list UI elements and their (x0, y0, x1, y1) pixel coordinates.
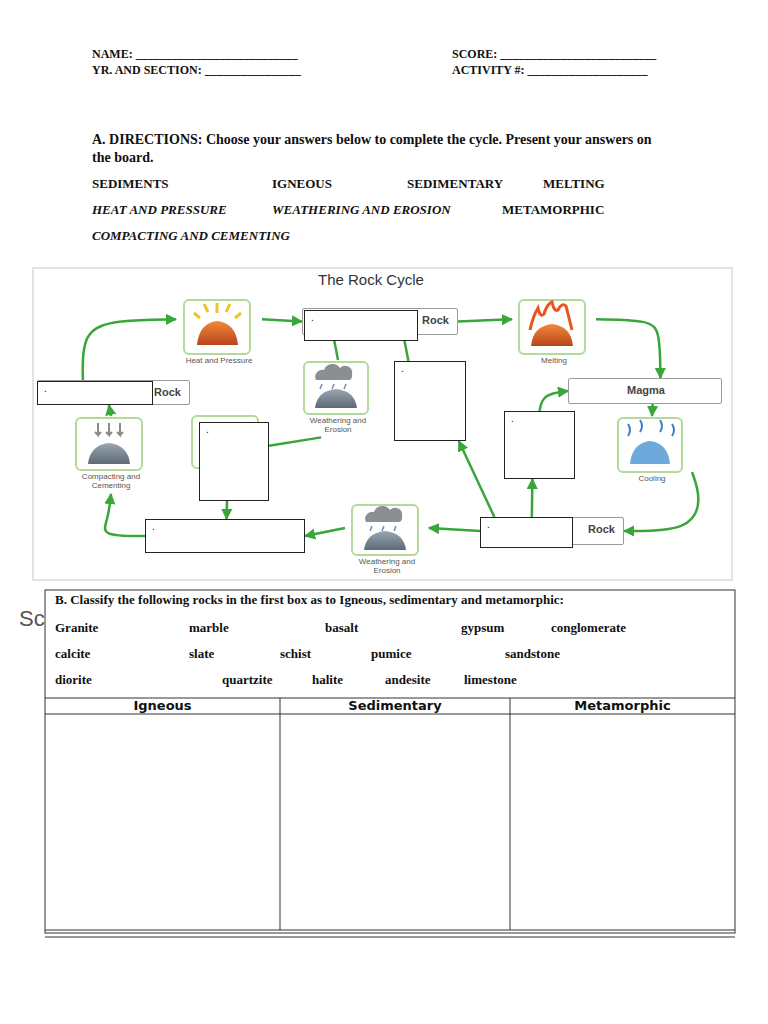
rock-name: pumice (371, 646, 411, 662)
word-bank: METAMORPHIC (502, 202, 604, 218)
rock-name: andesite (385, 672, 431, 688)
name-field: NAME: ___________________________ (92, 47, 298, 62)
answer-box: . (37, 381, 153, 405)
node-text: . (44, 383, 47, 394)
cycle-arrow (429, 528, 480, 531)
cycle-arrow (305, 528, 345, 536)
rock-name: limestone (464, 672, 517, 688)
diagram-frame (33, 268, 732, 580)
cycle-arrow (105, 494, 145, 536)
word-bank: SEDIMENTARY (407, 176, 503, 192)
node-text: Melting (512, 356, 596, 365)
table-header: Igneous (45, 698, 280, 714)
rock-box: Rock. (480, 517, 624, 545)
process-tile: Weathering and Erosion (296, 360, 380, 437)
node-text: . (152, 521, 155, 532)
word-bank: HEAT AND PRESSURE (92, 202, 227, 218)
diagram-title: The Rock Cycle (318, 271, 424, 288)
cycle-arrow (262, 319, 302, 321)
rock-name: basalt (325, 620, 358, 636)
answer-box: . (480, 517, 573, 548)
magma-box: Magma (568, 378, 722, 404)
weathering-icon (352, 505, 418, 555)
word-bank: WEATHERING AND EROSION (272, 202, 451, 218)
classification-table (45, 590, 735, 937)
rock-name: quartzite (222, 672, 273, 688)
node-text: Compacting and Cementing (68, 472, 154, 490)
section-field: YR. AND SECTION: ________________ (92, 63, 301, 78)
partial-heading: Sc (19, 606, 45, 632)
word-bank: SEDIMENTS (92, 176, 169, 192)
word-bank: COMPACTING AND CEMENTING (92, 228, 290, 244)
melting-icon (519, 300, 585, 354)
weathering-icon (304, 362, 368, 414)
section-directions: B. Classify the following rocks in the f… (55, 592, 564, 608)
node-text: Rock (422, 314, 449, 326)
word-bank: IGNEOUS (272, 176, 332, 192)
node-text: Cooling (612, 474, 692, 483)
node-text: . (401, 363, 404, 374)
cooling-icon (618, 418, 682, 472)
directions: A. DIRECTIONS: Choose your answers below… (92, 131, 652, 167)
compacting-icon (76, 418, 142, 470)
node-text: . (487, 519, 490, 530)
cycle-arrow (109, 405, 111, 416)
process-tile: Cooling (612, 416, 692, 486)
activity-field: ACTIVITY #: ____________________ (452, 63, 648, 78)
node-text: . (311, 312, 314, 323)
cycle-arrow (531, 479, 534, 517)
table-header: Sedimentary (280, 698, 510, 714)
process-tile: Compacting and Cementing (68, 416, 154, 494)
rock-name: slate (189, 646, 214, 662)
rock-name: gypsum (461, 620, 504, 636)
rock-name: diorite (55, 672, 92, 688)
answer-box: . (304, 310, 418, 341)
cycle-arrow (269, 437, 321, 445)
word-bank: MELTING (543, 176, 605, 192)
cycle-arrow (225, 501, 228, 519)
process-tile: Melting (512, 298, 596, 374)
rock-box: Rock. (37, 380, 190, 405)
node-text: Weathering and Erosion (296, 416, 380, 434)
rock-name: schist (280, 646, 311, 662)
answer-box: . (504, 411, 575, 479)
score-field: SCORE: __________________________ (452, 47, 656, 62)
node-text: . (206, 424, 209, 435)
answer-box: . (145, 519, 305, 553)
table-header: Metamorphic (510, 698, 735, 714)
node-text: . (511, 413, 514, 424)
node-text: Rock (154, 386, 181, 398)
answer-box: . (394, 361, 466, 441)
cycle-arrow (651, 404, 654, 416)
cycle-arrow (596, 319, 660, 378)
node-text: Heat and Pressure (176, 356, 262, 365)
rock-name: calcite (55, 646, 90, 662)
cycle-arrow (458, 319, 512, 321)
node-text: Magma (627, 384, 665, 396)
rock-name: conglomerate (551, 620, 626, 636)
node-text: Rock (588, 523, 615, 535)
answer-box: . (199, 422, 269, 501)
heat-pressure-icon (184, 300, 250, 354)
cycle-arrow (459, 441, 495, 517)
rock-name: marble (189, 620, 229, 636)
rock-box: Rock. (302, 308, 458, 335)
cycle-arrow (540, 391, 569, 411)
process-tile: Weathering and Erosion (345, 503, 429, 581)
rock-name: sandstone (505, 646, 560, 662)
rock-name: halite (312, 672, 343, 688)
cycle-arrow (83, 319, 176, 380)
process-tile: Heat and Pressure (176, 298, 262, 374)
node-text: Weathering and Erosion (345, 557, 429, 575)
rock-name: Granite (55, 620, 98, 636)
